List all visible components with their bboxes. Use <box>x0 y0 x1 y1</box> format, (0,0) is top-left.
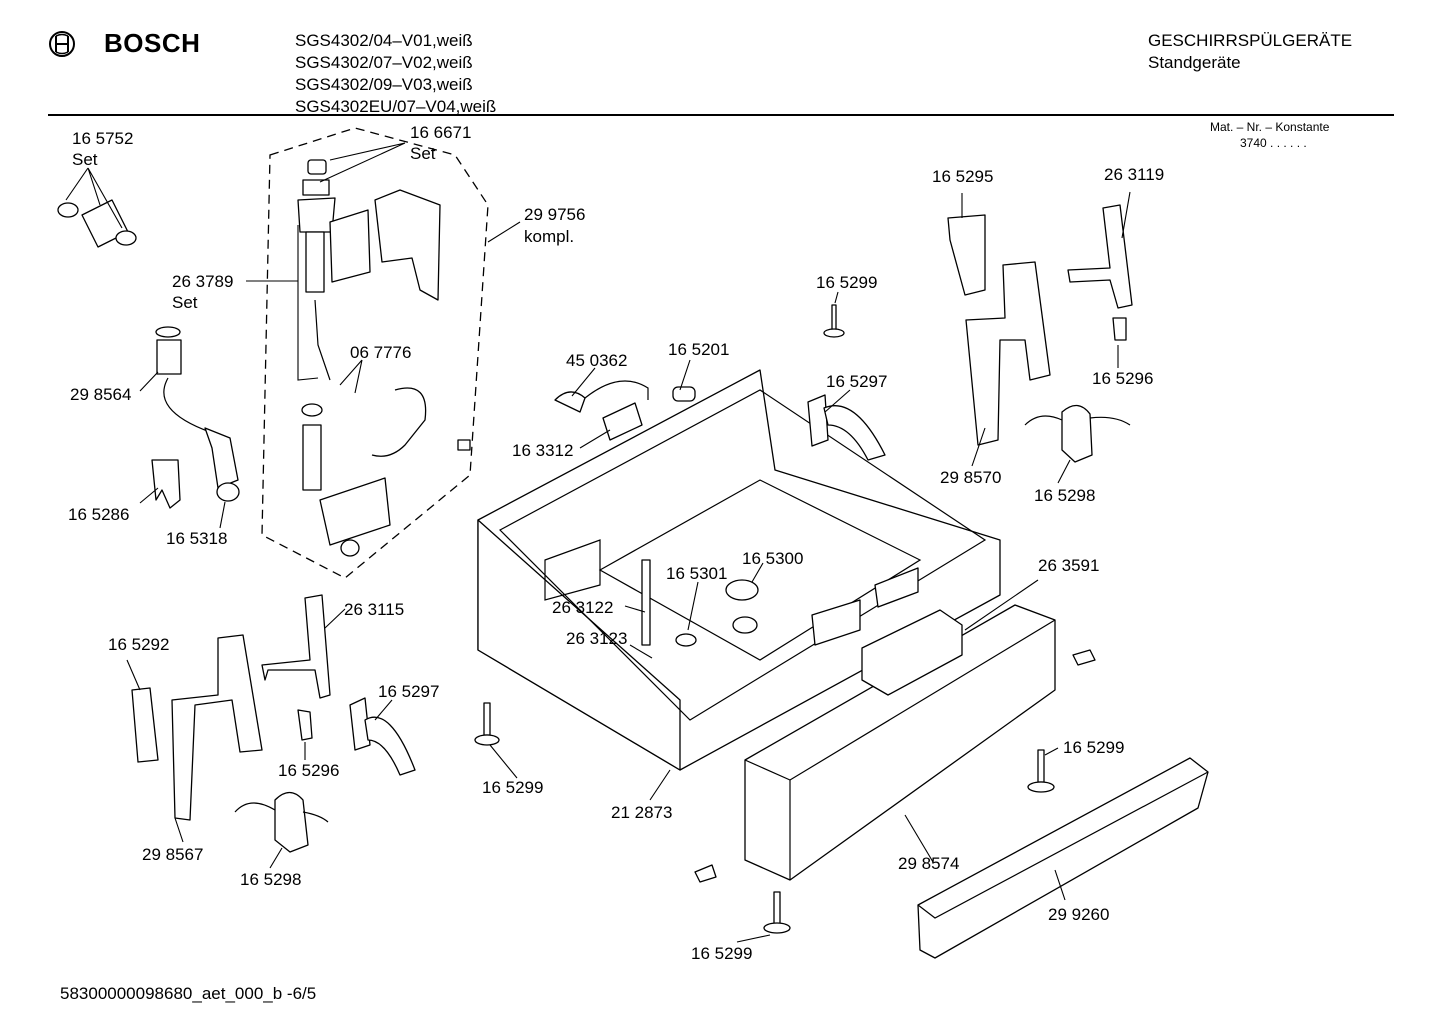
right-spring-part <box>807 394 886 461</box>
part-label: 16 5298 <box>240 870 302 889</box>
kick-plate-part <box>744 604 1056 881</box>
model-line: SGS4302/07–V02,weiß <box>295 53 473 72</box>
clip-part <box>151 459 181 509</box>
model-line: SGS4302EU/07–V04,weiß <box>295 97 497 116</box>
part-label: 16 5296 <box>1092 369 1154 388</box>
part-label: 26 3789 <box>172 272 234 291</box>
category-block: GESCHIRRSPÜLGERÄTE Standgeräte <box>1148 30 1352 74</box>
inlet-valve-assembly-part <box>297 159 471 457</box>
hose-clamp-set-part <box>57 199 137 248</box>
part-label: 16 5299 <box>482 778 544 797</box>
part-label: 16 5297 <box>826 372 888 391</box>
part-label: 16 5752 <box>72 129 134 148</box>
screw-part <box>694 864 717 883</box>
screw-part <box>823 304 845 338</box>
part-label: 16 3312 <box>512 441 574 460</box>
part-label: 26 3591 <box>1038 556 1100 575</box>
part-label: 16 5292 <box>108 635 170 654</box>
tube-and-housing-part <box>301 403 391 557</box>
part-label: 16 5300 <box>742 549 804 568</box>
part-label: 29 9756 <box>524 205 586 224</box>
part-label: 16 6671 <box>410 123 472 142</box>
header-divider <box>48 114 1394 116</box>
material-number-block: Mat. – Nr. – Konstante 3740 . . . . . . <box>1210 119 1329 151</box>
part-label: 16 5286 <box>68 505 130 524</box>
assembly-outline <box>261 127 489 579</box>
part-label: 16 5299 <box>816 273 878 292</box>
category-title: GESCHIRRSPÜLGERÄTE <box>1148 31 1353 50</box>
part-label: 26 3123 <box>566 629 628 648</box>
part-label: 16 5318 <box>166 529 228 548</box>
model-list: SGS4302/04–V01,weiß SGS4302/07–V02,weiß … <box>295 30 496 118</box>
part-label: 16 5301 <box>666 564 728 583</box>
part-label: 16 5296 <box>278 761 340 780</box>
part-label: 06 7776 <box>350 343 412 362</box>
spring-hose-part <box>155 326 240 502</box>
part-label: 16 5298 <box>1034 486 1096 505</box>
brand-name: BOSCH <box>104 28 201 58</box>
bosch-armature-logo-icon <box>49 31 75 57</box>
part-label: 21 2873 <box>611 803 673 822</box>
part-label: 29 8574 <box>898 854 960 873</box>
part-label-suffix: Set <box>72 150 98 169</box>
left-door-lock-part <box>234 791 329 853</box>
right-bracket-part <box>947 204 1133 446</box>
part-label: 29 9260 <box>1048 905 1110 924</box>
material-number-label: Mat. – Nr. – Konstante <box>1210 120 1330 134</box>
model-line: SGS4302/09–V03,weiß <box>295 75 473 94</box>
screw-part <box>474 702 500 746</box>
part-label: 26 3122 <box>552 598 614 617</box>
part-label-suffix: Set <box>172 293 198 312</box>
part-label: 45 0362 <box>566 351 628 370</box>
screw-part <box>763 891 791 934</box>
screw-part <box>1027 749 1055 793</box>
sensor-and-connector-part <box>554 380 696 441</box>
part-label: 29 8567 <box>142 845 204 864</box>
part-label: 16 5299 <box>691 944 753 963</box>
right-door-lock-part <box>1024 404 1131 463</box>
front-panel-part <box>917 757 1209 959</box>
left-spring-part <box>349 697 416 776</box>
base-tub-part <box>477 369 1001 771</box>
part-label: 16 5299 <box>1063 738 1125 757</box>
cover-part <box>861 609 963 696</box>
part-label: 29 8564 <box>70 385 132 404</box>
part-label-suffix: Set <box>410 144 436 163</box>
part-label: 26 3115 <box>344 600 405 619</box>
screw-part <box>1072 649 1096 666</box>
part-label-suffix: kompl. <box>524 227 575 246</box>
material-number-value: 3740 . . . . . . <box>1240 136 1307 150</box>
document-id: 58300000098680_aet_000_b -6/5 <box>60 984 317 1003</box>
leader-lines <box>65 142 1131 943</box>
part-label: 16 5201 <box>668 340 730 359</box>
part-label: 26 3119 <box>1104 165 1165 184</box>
category-subtitle: Standgeräte <box>1148 53 1241 72</box>
part-label: 16 5295 <box>932 167 994 186</box>
part-label: 29 8570 <box>940 468 1002 487</box>
left-bracket-part <box>131 594 331 821</box>
model-line: SGS4302/04–V01,weiß <box>295 31 473 50</box>
part-label: 16 5297 <box>378 682 440 701</box>
